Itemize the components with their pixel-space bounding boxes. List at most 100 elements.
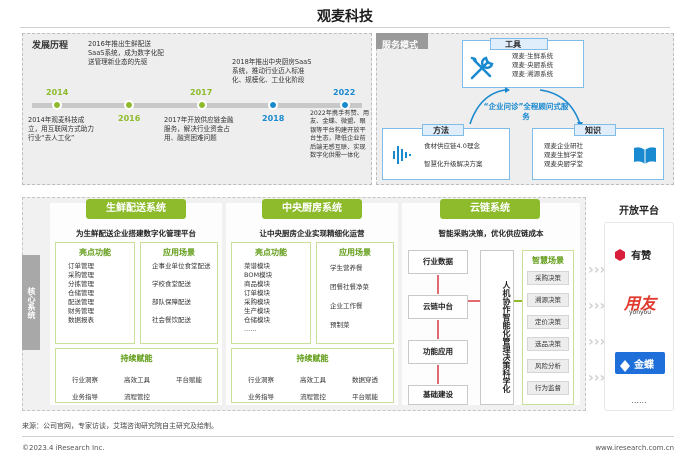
timeline-dot-2014 [52, 100, 62, 110]
cloud-step-industry-data: 行业数据 [408, 250, 468, 274]
method-item: 食材供应链4.0理念 [424, 142, 480, 150]
page-title: 观麦科技 [317, 9, 373, 25]
kitchen-head: 中央厨房系统 [262, 199, 362, 219]
tools-icon [468, 54, 496, 86]
more-platforms: ...... [631, 396, 647, 405]
kitchen-scene-item: 团餐社餐净菜 [330, 283, 369, 291]
knowledge-label-bg [574, 124, 616, 136]
decision-box: 人机协作智能化管理决策科学化 [480, 250, 514, 405]
cloud-connector [468, 300, 480, 302]
kitchen-scene-item: 预制菜 [330, 321, 350, 329]
fresh-feature-item: 财务管理 [68, 307, 94, 315]
title-divider [20, 27, 670, 28]
knowledge-item: 观麦企业研社 [544, 142, 583, 150]
kitchen-scene-title: 应用场景 [339, 248, 371, 257]
fresh-sust-item: 业务指导 [72, 393, 98, 401]
kitchen-feature-item: 订单模块 [244, 289, 270, 297]
youzan-logo: 有赞 [614, 244, 670, 264]
kitchen-feature-item: ...... [244, 325, 257, 333]
kitchen-sust-item: 流程管控 [300, 393, 326, 401]
history-panel [22, 33, 372, 185]
method-label-bg [422, 124, 464, 136]
event-2017: 2017年开放供应链金融服务，解决行业资金占用、融资困难问题 [164, 116, 234, 142]
service-title-bg [376, 33, 428, 49]
fresh-feature-item: 分拣管理 [68, 280, 94, 288]
cloud-head: 云链系统 [440, 199, 540, 219]
chevron-right-icon: ››› [588, 370, 606, 386]
center-service-text: “企业问诊”全程顾问式服务 [483, 102, 569, 121]
fresh-feature-item: 采购管理 [68, 271, 94, 279]
knowledge-label: 知识 [585, 126, 601, 135]
event-2022: 2022年携手有赞、用友、金蝶、微盟、眼银等平台构建开放平台生态，降低企业前后端… [310, 110, 370, 160]
cloud-arrow [437, 320, 439, 339]
smart-scene-item: 行为监督 [527, 381, 569, 395]
kitchen-feature-item: 生产模块 [244, 307, 270, 315]
fresh-sust-item: 高效工具 [124, 376, 150, 384]
year-2017: 2017 [190, 88, 213, 97]
cloud-arrow [437, 275, 439, 294]
fresh-sust-item: 平台赋能 [176, 376, 202, 384]
open-platform-title: 开放平台 [619, 206, 659, 217]
yonyou-subtext: yonyou [628, 309, 652, 316]
kitchen-sust-item: 数据穿透 [352, 376, 378, 384]
kitchen-scene-item: 学生营养餐 [330, 264, 363, 272]
kitchen-sust-title: 持续赋能 [296, 354, 329, 363]
smart-scene-item: 风险分析 [527, 359, 569, 373]
fresh-scene-item: 部队保障配送 [152, 298, 191, 306]
source-note: 来源：公司官网，专家访谈，艾瑞咨询研究院自主研究及绘制。 [22, 422, 218, 430]
kitchen-feature-item: 仓储模块 [244, 316, 270, 324]
fresh-feature-item: 数据报表 [68, 316, 94, 324]
kitchen-feature-item: 商品模块 [244, 280, 270, 288]
cloud-arrow [437, 365, 439, 384]
cloud-sub: 智能采购决策，优化供应链成本 [438, 229, 544, 238]
method-label: 方法 [433, 126, 449, 135]
chevron-right-icon: ››› [588, 334, 606, 350]
kitchen-feature-item: BOM模块 [244, 271, 273, 279]
kingdee-mark-icon [620, 357, 630, 376]
year-2016: 2016 [118, 114, 141, 123]
cloud-step-function-app: 功能应用 [408, 340, 468, 364]
method-box [382, 128, 510, 180]
core-label: 核心系统 [22, 255, 40, 350]
footer-divider [22, 436, 674, 437]
kitchen-feature-box [231, 242, 311, 344]
fresh-scene-item: 企事业单位食堂配送 [152, 262, 211, 270]
timeline-dot-2017 [197, 100, 207, 110]
year-2022: 2022 [333, 88, 356, 97]
event-2018: 2018年推出中央厨房SaaS系统，推动行业迈入标准化、规模化、工业化阶段 [232, 58, 312, 84]
kitchen-feature-item: 菜谱模块 [244, 262, 270, 270]
fresh-sust-box [55, 348, 218, 403]
kitchen-feature-title: 亮点功能 [255, 248, 287, 257]
cloud-step-middle-platform: 云链中台 [408, 295, 468, 319]
waveform-icon [388, 144, 412, 170]
fresh-scene-item: 社会餐饮配送 [152, 316, 191, 324]
chevron-right-icon: ››› [588, 262, 606, 278]
service-title: 服务模式 [382, 41, 419, 51]
fresh-sust-title: 持续赋能 [120, 354, 153, 363]
cloud-step-infrastructure: 基础建设 [408, 385, 468, 405]
tool-item: 观麦·溯源系统 [512, 70, 554, 78]
kitchen-sust-item: 行业洞察 [248, 376, 274, 384]
timeline-dot-2018 [268, 100, 278, 110]
smart-scene-item: 溯源决策 [527, 293, 569, 307]
fresh-sust-item: 行业洞察 [72, 376, 98, 384]
kitchen-feature-item: 采购模块 [244, 298, 270, 306]
cycle-arrows [430, 84, 620, 138]
event-2014: 2014年观麦科技成立，用互联网方式助力行业“去人工化” [28, 116, 94, 142]
tool-label: 工具 [505, 40, 521, 49]
fresh-feature-title: 亮点功能 [79, 248, 111, 257]
fresh-sub: 为生鲜配送企业搭建数字化管理平台 [76, 229, 196, 238]
fresh-feature-box [55, 242, 135, 344]
kitchen-sust-item: 平台赋能 [352, 393, 378, 401]
kitchen-sub: 让中央厨房企业实现精细化运营 [259, 229, 365, 238]
year-2018: 2018 [262, 114, 285, 123]
book-icon [632, 144, 658, 170]
smart-scene-item: 选品决策 [527, 337, 569, 351]
kitchen-sust-item: 业务指导 [248, 393, 274, 401]
kitchen-sust-item: 高效工具 [300, 376, 326, 384]
kitchen-scene-box [316, 242, 394, 344]
knowledge-item: 观麦生鲜学堂 [544, 151, 583, 159]
fresh-feature-item: 仓储管理 [68, 289, 94, 297]
tool-item: 观麦·生鲜系统 [512, 52, 554, 60]
smart-scene-item: 定价决策 [527, 315, 569, 329]
